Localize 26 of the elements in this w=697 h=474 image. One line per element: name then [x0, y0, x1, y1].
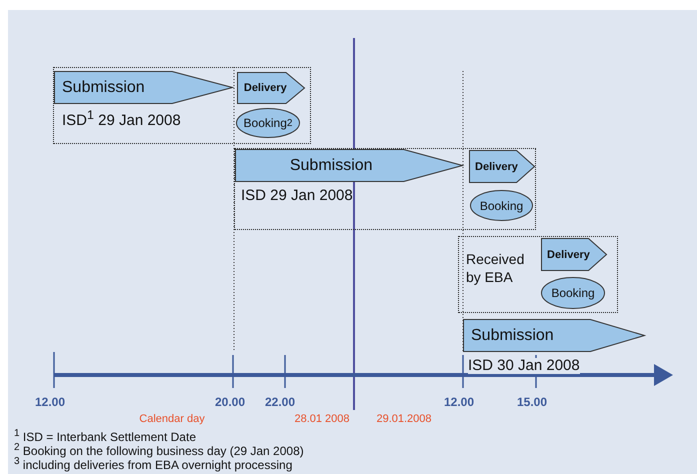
- footnote: $^{3}$ including deliveries from EBA overnight processing: [14, 456, 292, 472]
- date-label: Calendar day: [139, 413, 205, 425]
- pentagon-arrow-box: Submission: [54, 71, 233, 104]
- time-window-frame: [53, 67, 311, 144]
- pentagon-arrow-box: Submission: [235, 149, 463, 182]
- date-label: 28.01 2008: [294, 413, 350, 425]
- ellipse-box: Booking: [541, 277, 605, 309]
- date-label: 29.01.2008: [376, 413, 432, 425]
- pentagon-arrow-box: Submission: [463, 319, 645, 352]
- time-window-frame: [458, 236, 618, 313]
- window-label: ISD 29 Jan 2008: [241, 187, 353, 204]
- settlement-date-label: ISD 30 Jan 2008: [468, 358, 580, 374]
- window-label: ISD$^{1}$ 29 Jan 2008: [62, 108, 181, 129]
- time-tick-label: 15.00: [516, 395, 548, 409]
- ellipse-box: Booking: [470, 190, 533, 221]
- window-label: Received by EBA: [466, 250, 526, 286]
- time-tick-label: 12.00: [34, 395, 66, 409]
- time-tick-label: 22.00: [264, 395, 296, 409]
- footnote: $^{2}$ Booking on the following business day (29 Jan 2008): [14, 442, 304, 458]
- time-tick-label: 20.00: [214, 395, 246, 409]
- pentagon-arrow-box: Delivery: [541, 238, 607, 271]
- pentagon-arrow-box: Delivery: [469, 150, 535, 183]
- pentagon-arrow-box: Delivery: [237, 72, 305, 104]
- time-window-frame: [234, 148, 536, 230]
- time-tick-label: 12.00: [444, 395, 474, 409]
- footnote: $^{1}$ ISD = Interbank Settlement Date: [14, 427, 196, 444]
